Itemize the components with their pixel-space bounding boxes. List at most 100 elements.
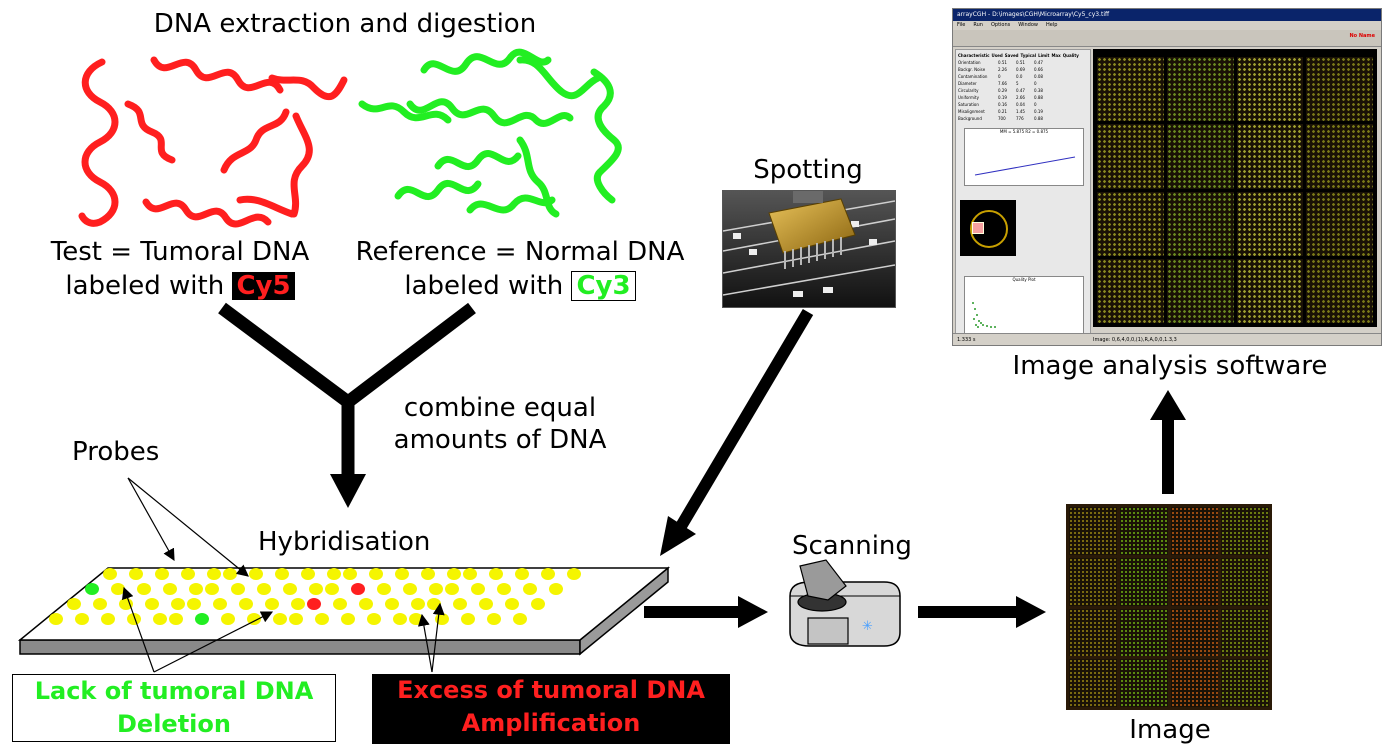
- table-cell: 2.66: [1016, 94, 1030, 101]
- software-left-panel: CharacteristicUsedSavedTypicalLimitMaxQu…: [955, 49, 1091, 341]
- table-header-cell: Limit: [1038, 52, 1049, 59]
- probe-spot: [283, 583, 297, 595]
- array-block: [1069, 507, 1117, 555]
- table-cell: 2.26: [998, 66, 1012, 73]
- scanned-array-image: [1066, 504, 1272, 710]
- array-block: [1069, 558, 1117, 606]
- table-cell: 0.66: [1034, 66, 1048, 73]
- probe-spot: [487, 613, 501, 625]
- table-cell: 0: [998, 73, 1012, 80]
- probe-spot: [75, 613, 89, 625]
- array-block: [1306, 57, 1373, 121]
- software-titlebar: arrayCGH - D:\images\CGH\Microarray\Cy5_…: [953, 9, 1381, 21]
- probe-spot: [111, 583, 125, 595]
- spotting-photo: [722, 190, 896, 308]
- array-block: [1221, 609, 1269, 657]
- scanner-device: ✳: [790, 560, 900, 646]
- software-statusbar: 1.333 s Image: 0,6,4,0,0,(1),R,A,0,0,1.3…: [953, 333, 1381, 346]
- probe-spot: [309, 583, 323, 595]
- array-block: [1237, 57, 1304, 121]
- table-cell: 0.29: [998, 87, 1012, 94]
- probe-spot: [327, 568, 341, 580]
- probe-spot: [171, 598, 185, 610]
- reference-label-line1: Reference = Normal DNA: [350, 236, 690, 268]
- probe-spot: [359, 598, 373, 610]
- to-image-arrowhead: [1016, 596, 1046, 628]
- probe-spot: [325, 583, 339, 595]
- array-block: [1097, 259, 1164, 323]
- array-block: [1306, 259, 1373, 323]
- amplification-box: Excess of tumoral DNA Amplification: [372, 674, 730, 744]
- software-screenshot: arrayCGH - D:\images\CGH\Microarray\Cy5_…: [952, 8, 1382, 346]
- microarray-slide: [20, 568, 668, 654]
- hybridisation-label: Hybridisation: [258, 526, 430, 558]
- table-cell: 0.88: [1034, 115, 1048, 122]
- quality-plot: Quality Plot: [964, 276, 1084, 336]
- probe-spot: [101, 613, 115, 625]
- probe-spot: [497, 583, 511, 595]
- dna-extraction-title: DNA extraction and digestion: [120, 8, 570, 40]
- probe-spot: [523, 583, 537, 595]
- deletion-box: Lack of tumoral DNA Deletion: [12, 674, 336, 742]
- table-cell: 0.04: [1016, 101, 1030, 108]
- menu-help: Help: [1046, 21, 1057, 30]
- probe-spot: [395, 568, 409, 580]
- probe-spot: [93, 598, 107, 610]
- probe-spot: [531, 598, 545, 610]
- array-block: [1167, 259, 1234, 323]
- table-header-cell: Saved: [1005, 52, 1019, 59]
- scanning-label: Scanning: [792, 530, 912, 562]
- test-label-line2: labeled with Cy5: [20, 270, 340, 302]
- menu-file: File: [957, 21, 965, 30]
- table-cell: 0.21: [998, 108, 1012, 115]
- table-header-cell: Used: [992, 52, 1003, 59]
- menu-run: Run: [973, 21, 983, 30]
- table-row: Background7007760.88: [958, 115, 1088, 122]
- combine-text: combine equal amounts of DNA: [380, 392, 620, 456]
- probe-spot: [231, 583, 245, 595]
- table-row: Contamination00.00.08: [958, 73, 1088, 80]
- probe-spot: [181, 568, 195, 580]
- array-block: [1221, 558, 1269, 606]
- probe-spot: [435, 613, 449, 625]
- spotting-label: Spotting: [720, 154, 896, 186]
- table-cell: 0.47: [1034, 59, 1048, 66]
- highlighted-probe-spot: [195, 613, 209, 625]
- probe-spot: [513, 613, 527, 625]
- array-block: [1120, 609, 1168, 657]
- menu-window: Window: [1018, 21, 1038, 30]
- no-name-badge: No Name: [1349, 33, 1375, 39]
- probe-spot: [129, 568, 143, 580]
- software-caption: Image analysis software: [980, 350, 1360, 382]
- probe-spot: [153, 613, 167, 625]
- probe-spot: [461, 613, 475, 625]
- test-labeled-with: labeled with: [65, 271, 224, 301]
- table-row: Backgr. Noise2.260.690.66: [958, 66, 1088, 73]
- probe-spot: [249, 568, 263, 580]
- table-cell: Uniformity: [958, 94, 994, 101]
- software-menubar: File Run Options Window Help: [953, 21, 1381, 30]
- combine-line1: combine equal: [380, 392, 620, 424]
- array-block: [1171, 609, 1219, 657]
- probe-spot: [447, 568, 461, 580]
- probe-spot: [213, 598, 227, 610]
- probe-spot: [341, 613, 355, 625]
- probe-spot: [489, 568, 503, 580]
- table-cell: 700: [998, 115, 1012, 122]
- probe-spot: [205, 583, 219, 595]
- probe-spot: [289, 613, 303, 625]
- table-cell: 0.19: [998, 94, 1012, 101]
- table-cell: 0.51: [998, 59, 1012, 66]
- image-caption: Image: [1100, 714, 1240, 746]
- probe-spot: [49, 613, 63, 625]
- array-block: [1097, 192, 1164, 256]
- highlighted-probe-spot: [351, 583, 365, 595]
- array-block: [1097, 57, 1164, 121]
- probe-spot: [393, 613, 407, 625]
- quality-scatter: [965, 283, 1083, 333]
- array-block: [1221, 507, 1269, 555]
- probe-spot: [265, 598, 279, 610]
- probe-spot: [187, 598, 201, 610]
- array-block: [1171, 659, 1219, 707]
